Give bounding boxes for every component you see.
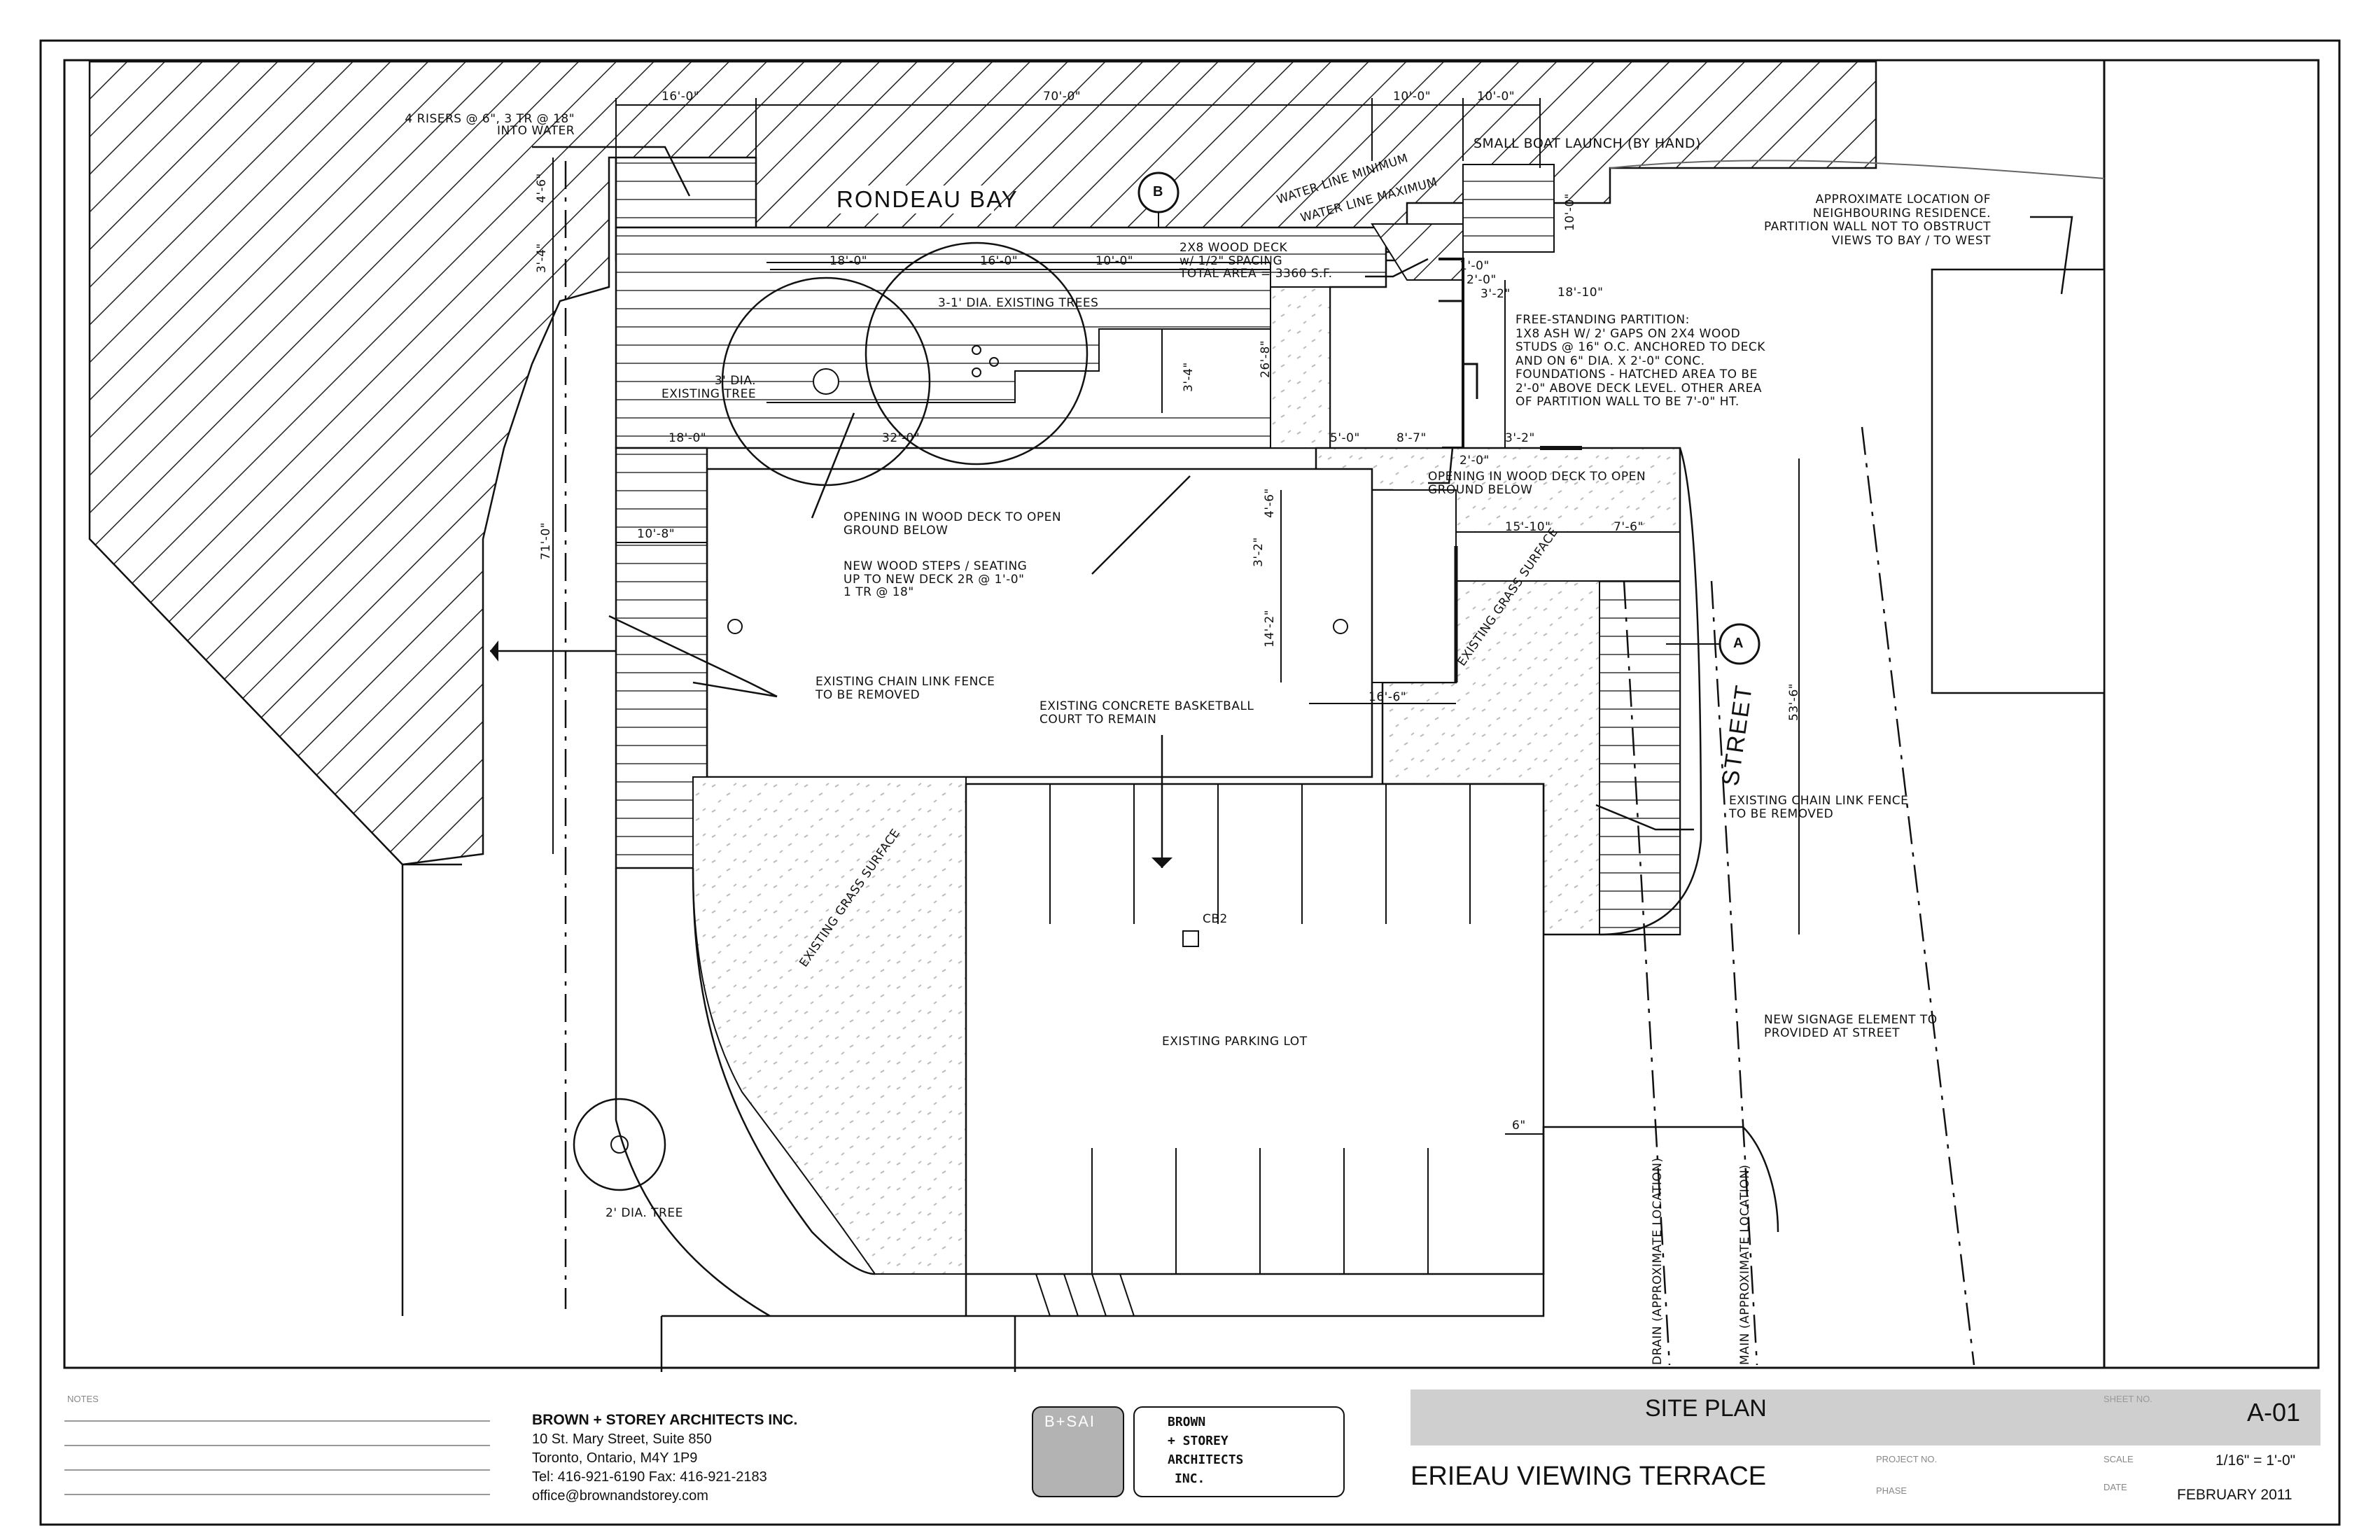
dim-53-6: 53'-6": [1787, 682, 1801, 721]
firm-address-1: 10 St. Mary Street, Suite 850: [532, 1432, 712, 1447]
opening-note-left: OPENING IN WOOD DECK TO OPEN GROUND BELO…: [844, 510, 1062, 538]
dim-7-6: 7'-6": [1614, 520, 1644, 534]
dim-2-0a: 2'-0": [1466, 273, 1497, 287]
dim-32: 32'-0": [882, 431, 920, 445]
project-name: ERIEAU VIEWING TERRACE: [1410, 1462, 1767, 1491]
date-value: FEBRUARY 2011: [2177, 1487, 2292, 1503]
water-steps: [615, 156, 757, 229]
firm-email: office@brownandstorey.com: [532, 1488, 708, 1504]
firm-address-2: Toronto, Ontario, M4Y 1P9: [532, 1450, 698, 1466]
east-stairs: [1599, 580, 1681, 935]
dim-18a: 18'-0": [830, 254, 868, 268]
west-stairs: [615, 447, 708, 869]
dim-16b: 16'-0": [980, 254, 1018, 268]
dim-10-v: 10'-0": [1563, 192, 1577, 231]
dim-3-2b: 3'-2": [1505, 431, 1535, 445]
existing-tree-2ft: [573, 1098, 666, 1191]
sheet-number: A-01: [2247, 1398, 2301, 1427]
parking-lot: [965, 783, 1545, 1275]
marker-b-label: B: [1153, 184, 1163, 200]
small-boat-label: SMALL BOAT LAUNCH (BY HAND): [1474, 136, 1701, 151]
dim-3-4b: 3'-4": [1182, 362, 1196, 392]
logo-mark-text: B+SAI: [1044, 1413, 1096, 1430]
dim-14-2: 14'-2": [1263, 609, 1277, 648]
sheet-no-label: SHEET NO.: [2104, 1394, 2152, 1404]
dim-18b: 18'-0": [668, 431, 707, 445]
dim-6in: 6": [1512, 1119, 1526, 1133]
cb2-label: CB2: [1203, 912, 1228, 926]
dim-10c: 10'-0": [1096, 254, 1134, 268]
dim-top-10a: 10'-0": [1393, 90, 1432, 104]
logo-text: BROWN + STOREY ARCHITECTS INC.: [1168, 1415, 1244, 1486]
drawing-frame: [63, 59, 2320, 1369]
firm-name: BROWN + STOREY ARCHITECTS INC.: [532, 1412, 798, 1428]
existing-tree-label: 3' DIA. EXISTING TREE: [662, 374, 757, 401]
notes-label: NOTES: [67, 1394, 99, 1404]
court-note: EXISTING CONCRETE BASKETBALL COURT TO RE…: [1040, 699, 1254, 727]
sheet-title: SITE PLAN: [1645, 1395, 1767, 1422]
date-label: DATE: [2104, 1482, 2127, 1492]
project-no-label: PROJECT NO.: [1876, 1454, 1938, 1464]
firm-logo-mark: [1032, 1406, 1124, 1497]
basketball-court: [706, 468, 1373, 778]
dim-2-0b: 2'-0": [1460, 454, 1490, 468]
dim-71: 71'-0": [539, 522, 553, 560]
parking-label: EXISTING PARKING LOT: [1162, 1035, 1308, 1049]
marker-a-label: A: [1733, 636, 1744, 651]
scale-value: 1/16" = 1'-0": [2216, 1452, 2296, 1469]
sheet-border: [39, 39, 2341, 1526]
partition-note: FREE-STANDING PARTITION: 1X8 ASH W/ 2' G…: [1516, 313, 1765, 410]
risers-note: 4 RISERS @ 6", 3 TR @ 18" INTO WATER: [405, 112, 575, 138]
dim-4-6: 4'-6": [535, 173, 549, 203]
drain-label-1: DRAIN (APPROXIMATE LOCATION): [1651, 1157, 1665, 1365]
dim-top-16: 16'-0": [662, 90, 700, 104]
dim-3-2a: 3'-2": [1480, 287, 1511, 301]
fence-note-right: EXISTING CHAIN LINK FENCE TO BE REMOVED: [1729, 794, 1909, 821]
neighbouring-residence: [1931, 268, 2106, 694]
dim-15-10: 15'-10": [1505, 520, 1551, 534]
existing-trees-label: 3-1' DIA. EXISTING TREES: [938, 296, 1099, 310]
dim-5: 5'-0": [1330, 431, 1360, 445]
dim-18-10: 18'-10": [1558, 286, 1604, 300]
dim-3-2c: 3'-2": [1252, 537, 1266, 567]
rondeau-bay-label: RONDEAU BAY: [836, 186, 1018, 212]
dim-8-7: 8'-7": [1396, 431, 1427, 445]
scale-label: SCALE: [2104, 1454, 2134, 1464]
dim-26-8: 26'-8": [1259, 340, 1273, 378]
opening-note-right: OPENING IN WOOD DECK TO OPEN GROUND BELO…: [1428, 470, 1646, 497]
firm-phone: Tel: 416-921-6190 Fax: 416-921-2183: [532, 1469, 767, 1485]
fence-note-left: EXISTING CHAIN LINK FENCE TO BE REMOVED: [816, 675, 995, 702]
west-grass: [692, 776, 967, 1275]
existing-trees-cluster: [864, 241, 1088, 465]
steps-note: NEW WOOD STEPS / SEATING UP TO NEW DECK …: [844, 559, 1028, 600]
dim-3-4: 3'-4": [535, 243, 549, 273]
dim-top-10b: 10'-0": [1477, 90, 1516, 104]
dim-10-8: 10'-8": [637, 527, 676, 541]
dim-top-70: 70'-0": [1043, 90, 1082, 104]
dim-16-6: 16'-6": [1368, 690, 1407, 704]
dim-4-6b: 4'-6": [1263, 488, 1277, 518]
tree-2ft-label: 2' DIA. TREE: [606, 1206, 683, 1220]
dim-1-0: 1'-0": [1460, 259, 1490, 273]
signage-note: NEW SIGNAGE ELEMENT TO PROVIDED AT STREE…: [1764, 1013, 1938, 1040]
title-bar: [1410, 1390, 2320, 1446]
neighbour-note: APPROXIMATE LOCATION OF NEIGHBOURING RES…: [1764, 192, 1991, 248]
drain-label-2: MAIN (APPROXIMATE LOCATION): [1738, 1164, 1752, 1365]
phase-label: PHASE: [1876, 1485, 1907, 1496]
deck-note: 2X8 WOOD DECK w/ 1/2" SPACING TOTAL AREA…: [1180, 241, 1333, 281]
